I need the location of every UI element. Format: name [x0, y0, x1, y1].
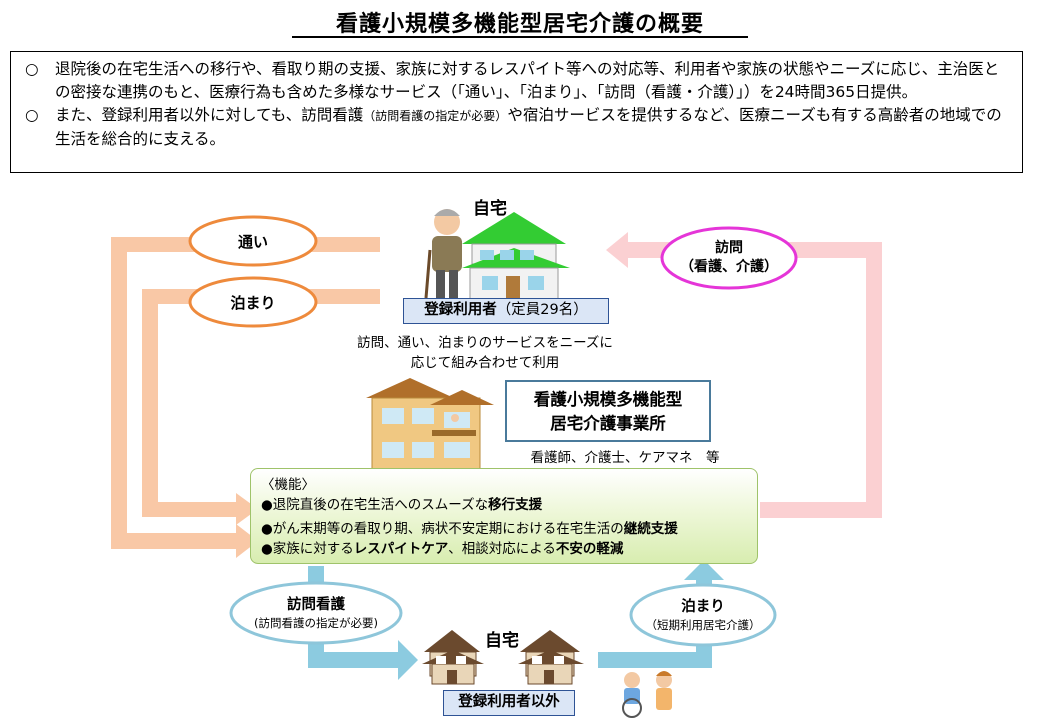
houmon-ellipse	[660, 226, 798, 290]
houmon-kango-subtitle: (訪問看護の指定が必要)	[254, 616, 378, 630]
intro-text-2-note: （訪問看護の指定が必要）	[363, 109, 508, 123]
tomari-label: 泊まり	[230, 294, 276, 312]
intro-box: ○ 退院後の在宅生活への移行や、看取り期の支援、家族に対するレスパイト等への対応…	[10, 51, 1023, 173]
combination-note: 訪問、通い、泊まりのサービスをニーズに 応じて組み合わせて利用	[310, 333, 660, 373]
functions-heading: 〈機能〉	[261, 477, 315, 493]
caregiver-icon	[656, 671, 672, 710]
title-underline	[292, 36, 748, 38]
intro-item-2: ○ また、登録利用者以外に対しても、訪問看護（訪問看護の指定が必要）や宿泊サービ…	[25, 104, 1012, 151]
office-name-line2: 居宅介護事業所	[550, 414, 666, 433]
bottom-house-left-icon	[422, 630, 484, 685]
function-item-3-text-b: 、相談対応による	[448, 541, 556, 557]
tomari-ellipse	[188, 276, 318, 328]
tomari-short-title: 泊まり	[681, 599, 725, 615]
function-item-1-text: ●退院直後の在宅生活へのスムーズな	[261, 497, 489, 513]
bottom-home-label: 自宅	[485, 631, 519, 651]
capacity-text: （定員29名）	[496, 302, 588, 318]
function-item-2-emphasis: 継続支援	[623, 521, 678, 537]
intro-text-1: 退院後の在宅生活への移行や、看取り期の支援、家族に対するレスパイト等への対応等、…	[55, 60, 1000, 101]
bottom-house-right-icon	[518, 630, 584, 685]
combination-note-line1: 訪問、通い、泊まりのサービスをニーズに	[357, 335, 613, 351]
office-staff: 看護師、介護士、ケアマネ 等	[530, 450, 720, 466]
function-item-3-emphasis-a: レスパイトケア	[353, 541, 449, 557]
function-item-2: ●がん末期等の看取り期、病状不安定期における在宅生活の継続支援	[261, 519, 747, 539]
office-name-line1: 看護小規模多機能型	[533, 390, 683, 409]
kayoi-label: 通い	[237, 233, 268, 251]
tomari-short-label: 泊まり （短期利用居宅介護）	[631, 598, 775, 634]
houmon-subtitle: （看護、介護）	[680, 259, 778, 275]
houmon-title: 訪問	[715, 240, 743, 256]
houmon-kango-arrow	[308, 566, 418, 680]
elderly-person-icon	[424, 209, 462, 299]
combination-note-line2: 応じて組み合わせて利用	[410, 355, 560, 371]
top-home-label: 自宅	[473, 199, 507, 219]
houmon-kango-label: 訪問看護 (訪問看護の指定が必要)	[231, 596, 401, 632]
houmon-kango-title: 訪問看護	[287, 597, 345, 613]
functions-box: 〈機能〉 ●退院直後の在宅生活へのスムーズな移行支援 ●がん末期等の看取り期、病…	[250, 468, 758, 564]
tomari-short-subtitle: （短期利用居宅介護）	[645, 618, 761, 632]
registered-users-text: 登録利用者	[424, 302, 497, 318]
wheelchair-user-icon	[622, 672, 642, 718]
function-item-3: ●家族に対するレスパイトケア、相談対応による不安の軽減	[261, 539, 747, 559]
registered-users-tag: 登録利用者（定員29名）	[403, 298, 609, 324]
houmon-kango-ellipse	[229, 581, 403, 645]
non-registered-tag: 登録利用者以外	[443, 690, 575, 716]
function-item-1: ●退院直後の在宅生活へのスムーズな移行支援	[261, 495, 747, 515]
page-title: 看護小規模多機能型居宅介護の概要	[335, 12, 704, 37]
houmon-label: 訪問 （看護、介護）	[664, 239, 794, 277]
intro-text-2: また、登録利用者以外に対しても、訪問看護（訪問看護の指定が必要）や宿泊サービスを…	[55, 104, 1012, 151]
bullet-circle: ○	[25, 106, 39, 124]
tomari-short-ellipse	[629, 583, 777, 647]
intro-text-2a: また、登録利用者以外に対しても、訪問看護	[55, 106, 364, 124]
function-item-2-text: ●がん末期等の看取り期、病状不安定期における在宅生活の	[261, 521, 624, 537]
office-name-box: 看護小規模多機能型 居宅介護事業所	[505, 380, 711, 442]
bullet-circle: ○	[25, 60, 39, 78]
function-item-1-emphasis: 移行支援	[488, 497, 543, 513]
function-item-3-text-a: ●家族に対する	[261, 541, 354, 557]
intro-item-1: ○ 退院後の在宅生活への移行や、看取り期の支援、家族に対するレスパイト等への対応…	[25, 58, 1012, 104]
intro-text-2b: や宿泊サービスを提供するなど、医療ニーズも有する高齢者の地域での生活を総合的に支…	[55, 106, 1002, 148]
kayoi-ellipse	[188, 215, 318, 267]
green-house-icon	[462, 212, 570, 301]
function-item-3-emphasis-b: 不安の軽減	[555, 541, 624, 557]
